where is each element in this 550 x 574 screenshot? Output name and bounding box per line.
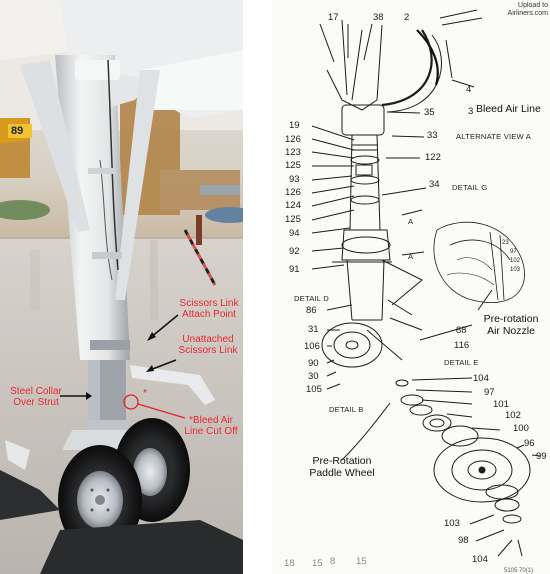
part-number: 18	[284, 558, 295, 569]
part-number: 4	[466, 84, 472, 95]
caption-detail-d: DETAIL D	[294, 294, 329, 303]
diagram-drawing	[311, 9, 541, 557]
parts-diagram: Upload to Airliners.com 17 38 2 4 3 35 1…	[272, 0, 550, 574]
label-unattached-scissors-link: Unattached Scissors Link	[178, 334, 238, 356]
part-number: 15	[312, 558, 323, 569]
part-number: 34	[429, 179, 440, 190]
part-number: 8	[330, 556, 336, 567]
svg-text:*: *	[143, 388, 147, 399]
part-number: 91	[289, 264, 300, 275]
part-number: 104	[473, 373, 489, 384]
part-number: 124	[285, 200, 301, 211]
part-number: 93	[289, 174, 300, 185]
callout-bleed-air-line: Bleed Air Line	[476, 103, 541, 115]
part-number: 125	[285, 214, 301, 225]
part-number: 104	[472, 554, 488, 565]
part-number: 125	[285, 160, 301, 171]
part-number: 123	[285, 147, 301, 158]
part-number: 106	[304, 341, 320, 352]
part-number: 35	[424, 107, 435, 118]
part-number: 19	[289, 120, 300, 131]
part-number: 88	[456, 325, 467, 336]
inset-number: 102	[510, 258, 521, 264]
part-number: 101	[493, 399, 509, 410]
aircraft-number-text: 89	[11, 125, 24, 137]
part-number: 30	[308, 371, 319, 382]
inset-number: 97	[510, 249, 517, 255]
caption-arrow-a: A	[408, 252, 414, 261]
part-number: 86	[306, 305, 317, 316]
part-number: 126	[285, 187, 301, 198]
part-number: 96	[524, 438, 535, 449]
inset-number: 103	[510, 267, 521, 273]
part-number: 15	[356, 556, 367, 567]
inset-number: 23	[502, 240, 509, 246]
caption-detail-e: DETAIL E	[444, 358, 479, 367]
footer-code: 5105 70(1)	[504, 568, 534, 574]
part-number: 33	[427, 130, 438, 141]
part-number: 38	[373, 12, 384, 23]
part-number: 90	[308, 358, 319, 369]
caption-detail-g: DETAIL G	[452, 183, 488, 192]
part-number: 105	[306, 384, 322, 395]
part-number: 122	[425, 152, 441, 163]
label-bleed-air-cut: *Bleed Air Line Cut Off	[184, 415, 238, 437]
part-number: 31	[308, 324, 319, 335]
part-number: 97	[484, 387, 495, 398]
part-number: 92	[289, 246, 300, 257]
part-number: 100	[513, 423, 529, 434]
part-number: 103	[444, 518, 460, 529]
part-number: 116	[454, 340, 470, 351]
label-steel-collar: Steel Collar Over Strut	[10, 386, 62, 408]
photo-scene: *	[0, 0, 243, 574]
caption-detail-b: DETAIL B	[329, 405, 364, 414]
part-number: 94	[289, 228, 300, 239]
part-number: 3	[468, 106, 474, 117]
label-scissors-link-attach-point: Scissors Link Attach Point	[179, 298, 239, 320]
part-number: 17	[328, 12, 339, 23]
callout-paddle-wheel: Pre-Rotation Paddle Wheel	[309, 455, 375, 479]
part-number: 99	[536, 451, 547, 462]
caption-alternate-view: ALTERNATE VIEW A	[456, 132, 532, 141]
landing-gear-photo: * 89 Scissors Link Attach Point Unattach…	[0, 0, 243, 574]
callout-pre-rotation-nozzle: Pre-rotation Air Nozzle	[483, 313, 539, 337]
part-number: 126	[285, 134, 301, 145]
part-number: 2	[404, 12, 410, 23]
part-number: 102	[505, 410, 521, 421]
watermark-text: Upload to Airliners.com	[507, 2, 548, 17]
caption-arrow-a: A	[408, 217, 414, 226]
part-number: 98	[458, 535, 469, 546]
